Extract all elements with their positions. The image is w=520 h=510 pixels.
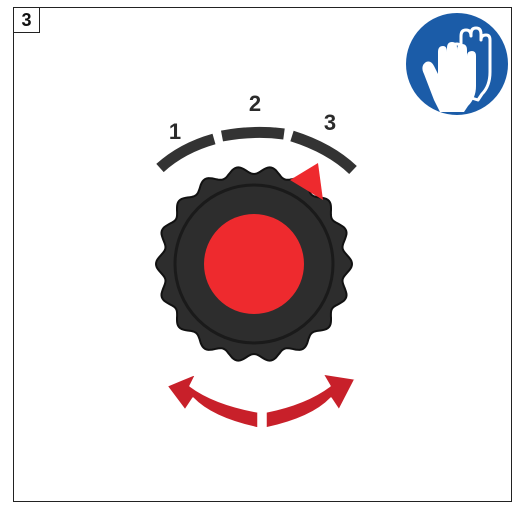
rotary-knob-icon[interactable]: [156, 163, 352, 361]
scale-segment-3: [292, 136, 353, 170]
scale-segment-2: [222, 132, 284, 136]
scale-label-1: 1: [169, 119, 181, 144]
rotate-right-arrow: [266, 374, 355, 428]
rotate-both-directions-icon: [167, 374, 355, 428]
scale-label-3: 3: [324, 110, 336, 135]
scale-label-2: 2: [249, 91, 261, 116]
dial-scale: [160, 132, 353, 170]
rotate-left-arrow: [167, 374, 258, 428]
knob-center: [204, 214, 304, 314]
gloves-icon: [405, 12, 509, 116]
